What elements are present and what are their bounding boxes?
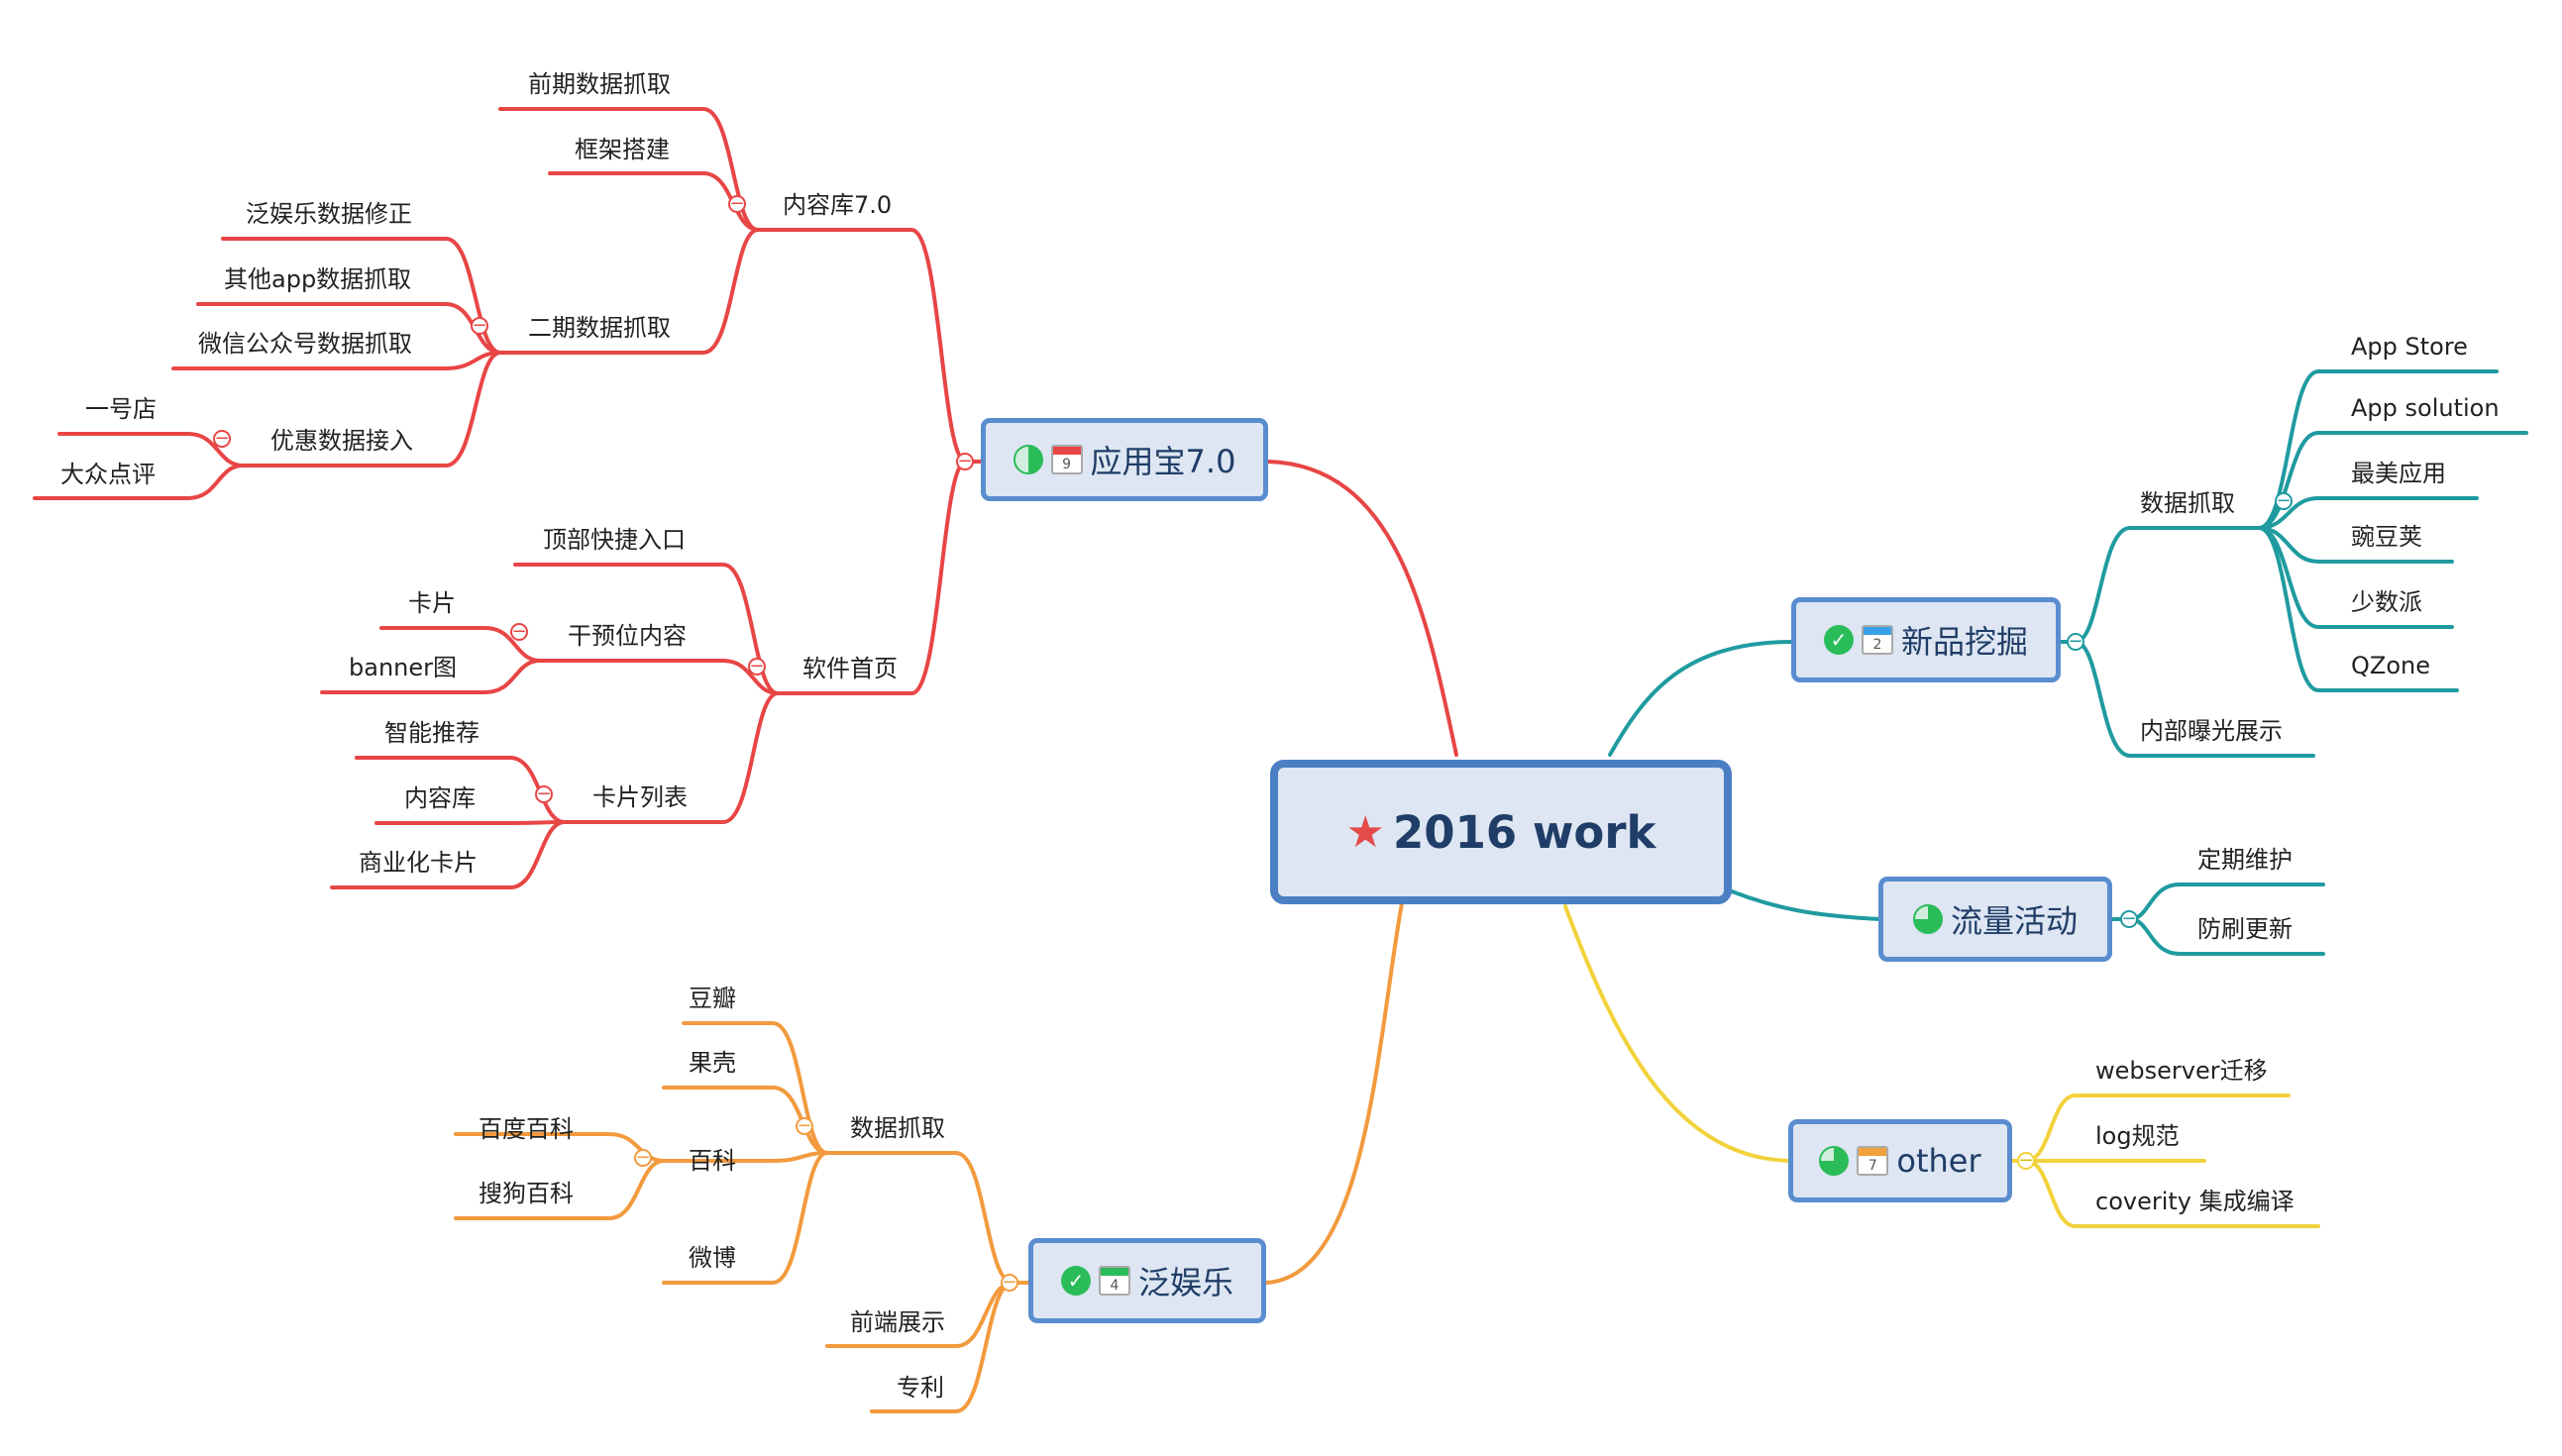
progress-icon xyxy=(1819,1146,1850,1176)
branch-label: 应用宝7.0 xyxy=(1090,443,1236,480)
collapse-toggle[interactable]: − xyxy=(796,1115,813,1136)
collapse-toggle[interactable]: − xyxy=(2017,1150,2035,1171)
collapse-toggle[interactable]: − xyxy=(510,621,528,642)
topic-item[interactable]: 智能推荐 xyxy=(384,719,480,747)
topic-nbbg[interactable]: 内部曝光展示 xyxy=(2140,717,2283,745)
topic-a[interactable]: 豆瓣 xyxy=(689,985,736,1012)
collapse-toggle[interactable]: − xyxy=(956,451,974,471)
collapse-toggle[interactable]: − xyxy=(2275,490,2293,511)
branch-node-other[interactable]: 7 other xyxy=(1788,1119,2012,1202)
topic-a[interactable]: 顶部快捷入口 xyxy=(543,526,686,554)
topic-d[interactable]: 微博 xyxy=(689,1244,736,1272)
topic-item[interactable]: 卡片 xyxy=(408,589,456,617)
topic-item[interactable]: 最美应用 xyxy=(2351,460,2446,487)
collapse-toggle[interactable]: − xyxy=(748,656,766,676)
topic-item[interactable]: 内容库 xyxy=(404,784,476,812)
topic-sjzq[interactable]: 数据抓取 xyxy=(2140,489,2235,517)
collapse-toggle[interactable]: − xyxy=(2067,631,2084,652)
collapse-toggle[interactable]: − xyxy=(213,428,231,449)
topic-sjzq[interactable]: 数据抓取 xyxy=(850,1114,945,1142)
root-node[interactable]: ★ 2016 work xyxy=(1270,760,1732,904)
topic-item[interactable]: 微信公众号数据抓取 xyxy=(198,330,412,358)
topic-item[interactable]: 搜狗百科 xyxy=(479,1180,574,1207)
topic-item[interactable]: 豌豆荚 xyxy=(2351,523,2422,551)
branch-label: 新品挖掘 xyxy=(1900,623,2028,661)
topic-item[interactable]: 其他app数据抓取 xyxy=(224,265,412,293)
collapse-toggle[interactable]: − xyxy=(535,783,553,804)
topic-item[interactable]: coverity 集成编译 xyxy=(2095,1188,2295,1215)
topic-item[interactable]: 百度百科 xyxy=(479,1115,574,1143)
branch-node-xpwj[interactable]: ✓ 2 新品挖掘 xyxy=(1791,597,2061,682)
collapse-toggle[interactable]: − xyxy=(471,315,488,336)
calendar-icon: 4 xyxy=(1098,1266,1130,1296)
topic-bk[interactable]: 百科 xyxy=(689,1147,736,1175)
topic-item[interactable]: App Store xyxy=(2351,333,2468,361)
branch-label: other xyxy=(1896,1142,1981,1180)
collapse-toggle[interactable]: − xyxy=(1001,1272,1018,1293)
branch-node-yyb[interactable]: 9 应用宝7.0 xyxy=(981,418,1268,501)
topic-item[interactable]: 大众点评 xyxy=(60,461,156,488)
topic-yh[interactable]: 优惠数据接入 xyxy=(270,427,413,455)
branch-node-fyl[interactable]: ✓ 4 泛娱乐 xyxy=(1028,1238,1266,1323)
progress-icon xyxy=(1912,904,1943,934)
topic-item[interactable]: 定期维护 xyxy=(2197,846,2293,874)
topic-item[interactable]: 少数派 xyxy=(2351,588,2422,616)
topic-zl[interactable]: 专利 xyxy=(897,1374,944,1402)
topic-item[interactable]: App solution xyxy=(2351,394,2500,422)
topic-item[interactable]: 泛娱乐数据修正 xyxy=(246,200,412,228)
branch-node-llhd[interactable]: 流量活动 xyxy=(1878,877,2112,962)
topic-item[interactable]: webserver迁移 xyxy=(2095,1057,2268,1085)
topic-ejsj[interactable]: 二期数据抓取 xyxy=(528,314,671,342)
topic-item[interactable]: 商业化卡片 xyxy=(359,849,478,877)
topic-b[interactable]: 框架搭建 xyxy=(575,136,670,163)
root-label: 2016 work xyxy=(1392,805,1656,859)
collapse-toggle[interactable]: − xyxy=(634,1147,652,1168)
topic-item[interactable]: QZone xyxy=(2351,652,2430,679)
topic-b[interactable]: 果壳 xyxy=(689,1049,736,1077)
calendar-icon: 2 xyxy=(1861,625,1893,655)
check-icon: ✓ xyxy=(1823,625,1854,655)
collapse-toggle[interactable]: − xyxy=(728,193,746,214)
calendar-icon: 7 xyxy=(1857,1146,1889,1176)
topic-item[interactable]: log规范 xyxy=(2095,1122,2180,1150)
branch-label: 流量活动 xyxy=(1950,902,2078,940)
check-icon: ✓ xyxy=(1060,1266,1091,1296)
topic-rjsy[interactable]: 软件首页 xyxy=(802,655,898,682)
star-icon: ★ xyxy=(1345,806,1385,858)
branch-label: 泛娱乐 xyxy=(1137,1264,1233,1301)
progress-half-icon xyxy=(1013,445,1043,474)
topic-kplb[interactable]: 卡片列表 xyxy=(592,783,688,811)
topic-a[interactable]: 前期数据抓取 xyxy=(528,70,671,98)
topic-item[interactable]: 一号店 xyxy=(85,395,157,423)
calendar-icon: 9 xyxy=(1050,445,1083,474)
collapse-toggle[interactable]: − xyxy=(2120,908,2138,929)
topic-nrk[interactable]: 内容库7.0 xyxy=(783,191,893,219)
topic-item[interactable]: 防刷更新 xyxy=(2197,915,2293,943)
topic-gywnr[interactable]: 干预位内容 xyxy=(568,622,687,650)
topic-qdzs[interactable]: 前端展示 xyxy=(850,1308,945,1336)
topic-item[interactable]: banner图 xyxy=(349,654,457,681)
